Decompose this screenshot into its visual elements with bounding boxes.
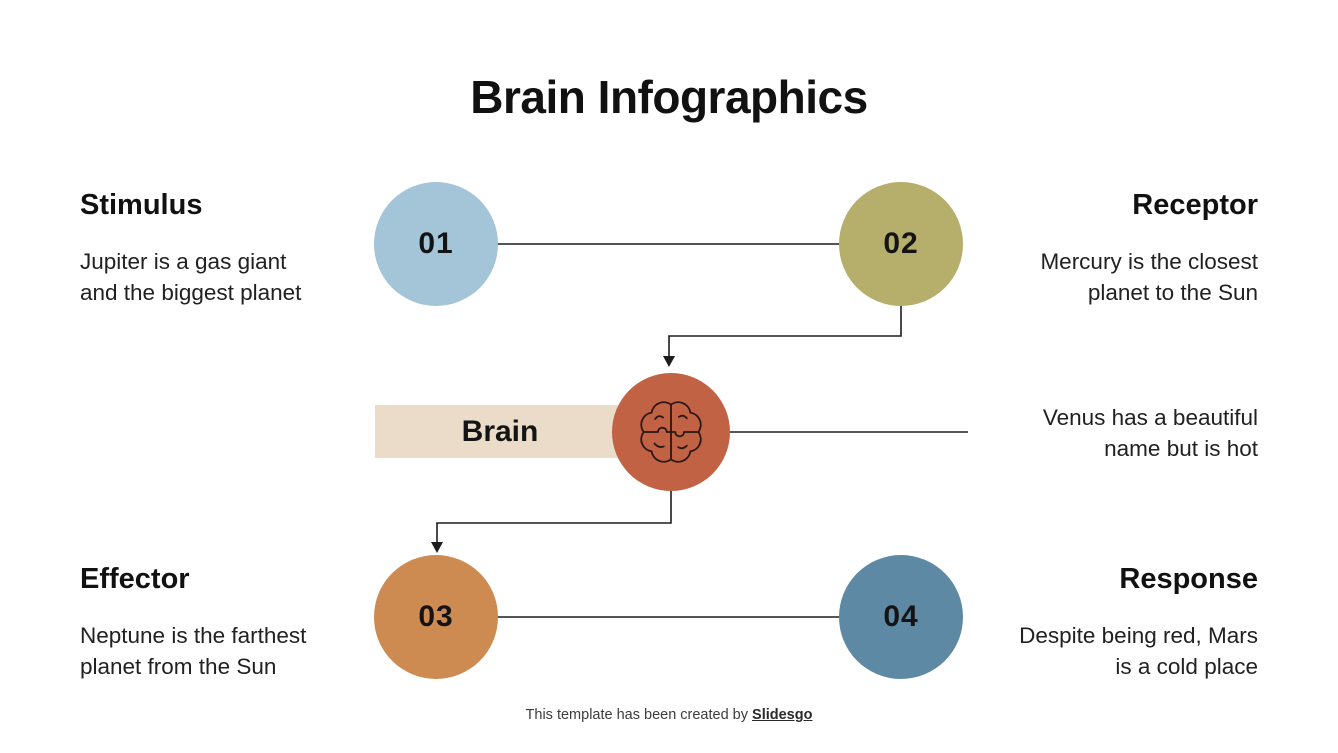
step-number-04: 04 <box>883 600 919 633</box>
step-circle-04: 04 <box>839 555 963 679</box>
response-description: Despite being red, Mars is a cold place <box>993 620 1258 682</box>
arrowhead-brain <box>663 356 675 367</box>
stimulus-description: Jupiter is a gas giant and the biggest p… <box>80 246 330 308</box>
connector-brain-03 <box>436 485 672 542</box>
step-number-01: 01 <box>418 227 454 260</box>
slidesgo-link[interactable]: Slidesgo <box>752 707 813 723</box>
step-circle-02: 02 <box>839 182 963 306</box>
step-circle-01: 01 <box>374 182 498 306</box>
step-number-02: 02 <box>883 227 919 260</box>
response-desc-line-1: Despite being red, Mars <box>1019 623 1258 648</box>
effector-title: Effector <box>80 563 190 595</box>
effector-desc-line-2: planet from the Sun <box>80 654 277 679</box>
connector-02-brain <box>668 300 902 356</box>
response-desc-line-2: is a cold place <box>1115 654 1258 679</box>
step-number-03: 03 <box>418 600 454 633</box>
receptor-desc-line-2: planet to the Sun <box>1087 280 1258 305</box>
footer-credit: This template has been created by Slides… <box>0 707 1338 723</box>
page-title: Brain Infographics <box>470 71 868 123</box>
receptor-block: Receptor Mercury is the closest planet t… <box>998 188 1258 308</box>
brain-icon <box>640 401 702 463</box>
brain-note-line-1: Venus has a beautiful <box>1042 405 1258 430</box>
brain-circle <box>612 373 730 491</box>
receptor-title: Receptor <box>1132 189 1258 221</box>
response-block: Response Despite being red, Mars is a co… <box>993 562 1258 682</box>
brain-note-line-2: name but is hot <box>1104 436 1258 461</box>
step-circle-03: 03 <box>374 555 498 679</box>
stimulus-desc-line-1: Jupiter is a gas giant <box>80 249 287 274</box>
brain-label-text: Brain <box>461 414 539 448</box>
effector-desc-line-1: Neptune is the farthest <box>80 623 307 648</box>
stimulus-desc-line-2: and the biggest planet <box>80 280 302 305</box>
response-title: Response <box>1119 563 1258 595</box>
footer-credit-text: This template has been created by <box>525 707 748 723</box>
effector-block: Effector Neptune is the farthest planet … <box>80 562 345 682</box>
effector-description: Neptune is the farthest planet from the … <box>80 620 345 682</box>
receptor-description: Mercury is the closest planet to the Sun <box>998 246 1258 308</box>
stimulus-title: Stimulus <box>80 189 203 221</box>
brain-label: Brain <box>375 405 625 458</box>
stimulus-block: Stimulus Jupiter is a gas giant and the … <box>80 188 330 308</box>
brain-note-block: Venus has a beautiful name but is hot <box>998 402 1258 464</box>
arrowhead-03 <box>431 542 443 553</box>
receptor-desc-line-1: Mercury is the closest <box>1040 249 1258 274</box>
